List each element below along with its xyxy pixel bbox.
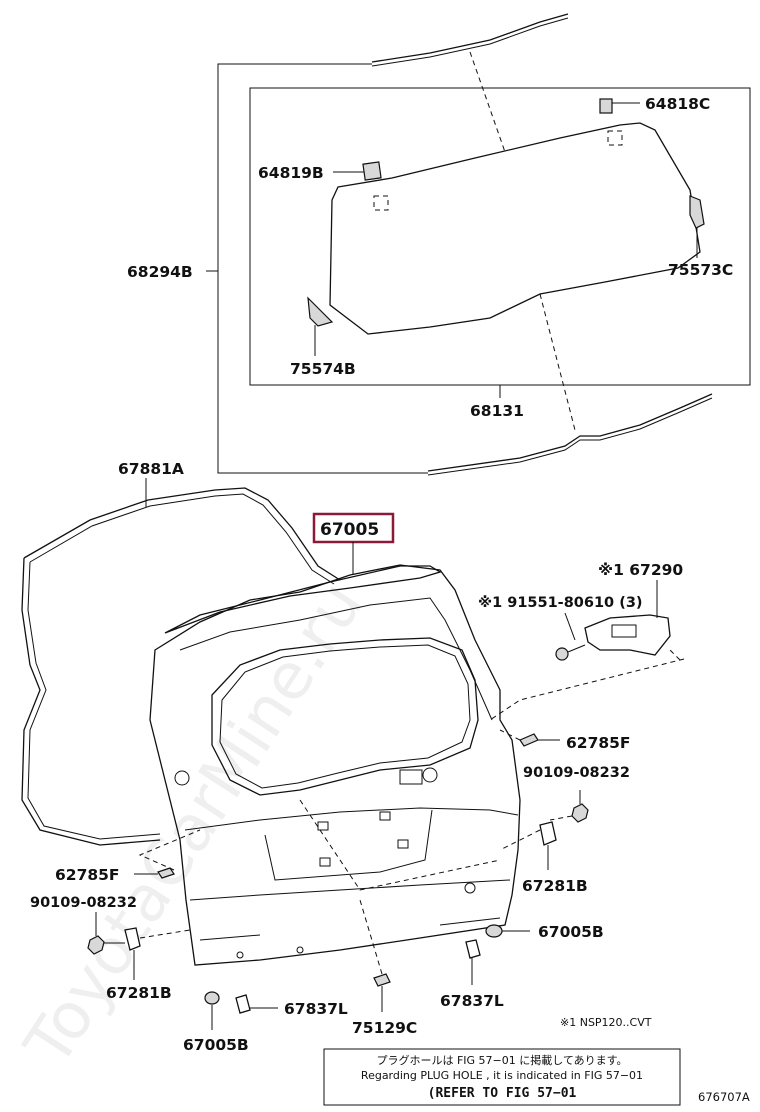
label-67005B-right[interactable]: 67005B xyxy=(538,923,604,941)
label-67837L-left[interactable]: 67837L xyxy=(284,1000,348,1018)
label-68131[interactable]: 68131 xyxy=(470,402,524,420)
label-62785F-right[interactable]: 62785F xyxy=(566,734,631,752)
label-67281B-right[interactable]: 67281B xyxy=(522,877,588,895)
bolt-91551 xyxy=(555,647,569,661)
lower-moulding-68131 xyxy=(427,393,713,472)
back-door-panel xyxy=(149,564,521,966)
note-box xyxy=(323,1048,681,1106)
label-67005B-left[interactable]: 67005B xyxy=(183,1036,249,1054)
label-75129C[interactable]: 75129C xyxy=(352,1019,417,1037)
label-75574B[interactable]: 75574B xyxy=(290,360,356,378)
clip-62785F-right xyxy=(519,733,539,747)
note-line-1: プラグホールは FIG 57−01 に掲載してあります。 xyxy=(376,1053,627,1067)
top-moulding-strip xyxy=(371,13,569,63)
note-line-3[interactable]: (REFER TO FIG 57−01 xyxy=(428,1086,577,1101)
label-91551-80610[interactable]: ※1 91551-80610 (3) xyxy=(478,595,643,611)
pad-75573C xyxy=(689,195,705,229)
label-67837L-right[interactable]: 67837L xyxy=(440,992,504,1010)
lock-67290 xyxy=(584,614,671,656)
back-door-glass xyxy=(329,122,701,335)
bracket-67281B-right xyxy=(539,821,557,846)
stopper-67837L-left xyxy=(235,994,251,1014)
pad-75574B xyxy=(307,296,334,327)
clip-64818C xyxy=(599,98,613,114)
bracket-67281B-left xyxy=(124,927,141,951)
glass-group-box xyxy=(249,87,751,386)
label-75573C[interactable]: 75573C xyxy=(668,261,733,279)
label-67881A[interactable]: 67881A xyxy=(118,460,184,478)
bolt-90109-left xyxy=(87,935,105,955)
label-64818C[interactable]: 64818C xyxy=(645,95,710,113)
weatherstrip-67881A xyxy=(21,487,341,846)
clip-62785F-left xyxy=(157,867,175,879)
label-68294B[interactable]: 68294B xyxy=(127,263,193,281)
figure-code: 676707A xyxy=(698,1090,750,1104)
label-62785F-left[interactable]: 62785F xyxy=(55,866,120,884)
footnote: ※1 NSP120..CVT xyxy=(560,1016,652,1029)
note-line-2: Regarding PLUG HOLE , it is indicated in… xyxy=(361,1069,643,1082)
label-90109-08232-right[interactable]: 90109-08232 xyxy=(523,765,630,781)
label-64819B[interactable]: 64819B xyxy=(258,164,324,182)
label-67290[interactable]: ※1 67290 xyxy=(598,561,683,579)
label-67281B-left[interactable]: 67281B xyxy=(106,984,172,1002)
stopper-67837L-right xyxy=(465,939,481,959)
bracket-68294B xyxy=(217,63,428,474)
cushion-75129C xyxy=(373,973,391,987)
callout-67005-box[interactable] xyxy=(312,512,395,544)
stopper-67005B-right xyxy=(485,924,503,938)
label-67005[interactable]: 67005 xyxy=(320,520,379,540)
bolt-90109-right xyxy=(571,803,589,823)
label-90109-08232-left[interactable]: 90109-08232 xyxy=(30,895,137,911)
stopper-67005B-left xyxy=(204,991,220,1005)
